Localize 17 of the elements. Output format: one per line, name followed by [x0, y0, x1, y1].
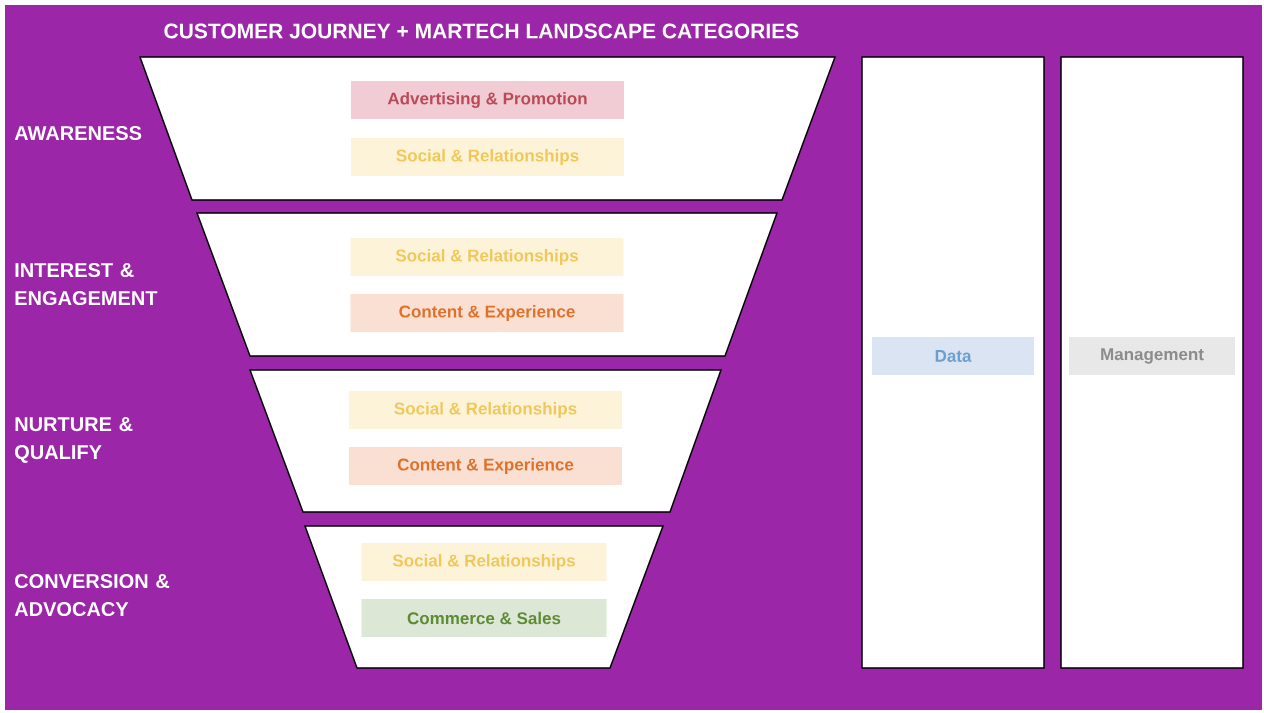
column-box [1060, 56, 1244, 669]
category-box: Content & Experience [349, 447, 622, 485]
category-box: Content & Experience [350, 294, 624, 332]
category-box: Commerce & Sales [361, 599, 607, 637]
stage-label: INTEREST & ENGAGEMENT [15, 262, 158, 306]
category-box: Social & Relationships [361, 543, 607, 581]
stage-label: CONVERSION & ADVOCACY [14, 573, 170, 617]
category-box: Social & Relationships [351, 138, 624, 176]
category-box: Social & Relationships [349, 391, 622, 429]
category-box: Advertising & Promotion [351, 81, 624, 119]
category-box: Social & Relationships [350, 238, 624, 276]
stage-label: NURTURE & QUALIFY [15, 417, 133, 463]
category-box: Management [1069, 337, 1235, 375]
column-box [861, 56, 1045, 669]
category-box: Data [872, 337, 1034, 375]
stage-label: AWARENESS [14, 125, 142, 141]
title: CUSTOMER JOURNEY + MARTECH LANDSCAPE CATEGORIES [164, 23, 799, 39]
